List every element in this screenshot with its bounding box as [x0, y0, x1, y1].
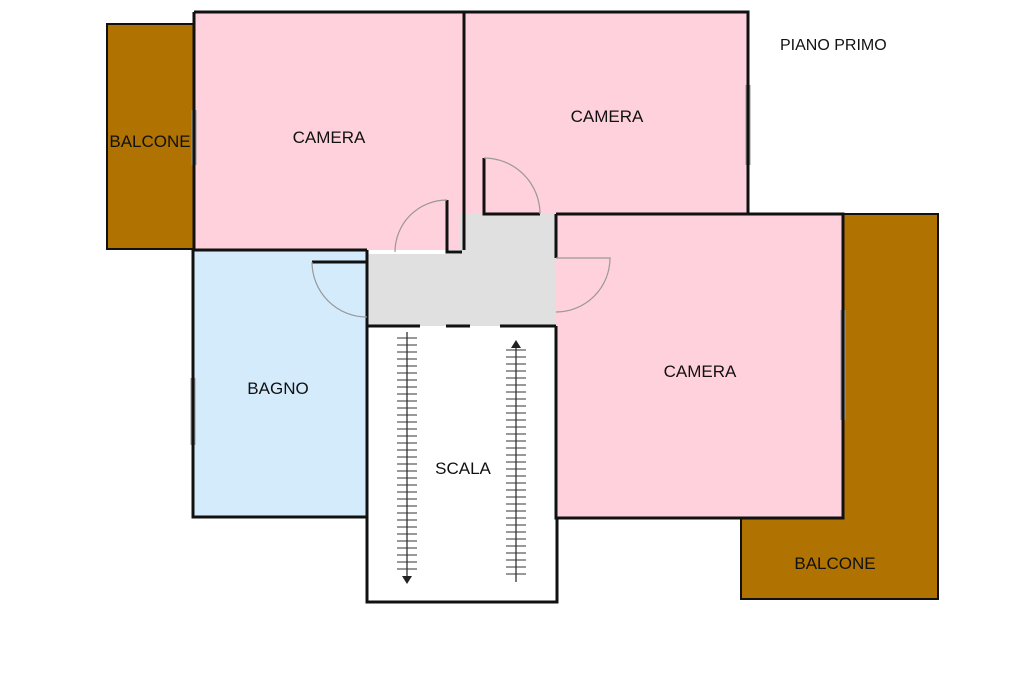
corridor [367, 214, 556, 326]
room-camera-top-left [194, 12, 464, 250]
room-bagno [193, 250, 367, 517]
floor-title: PIANO PRIMO [780, 37, 887, 54]
walls [191, 10, 845, 604]
label-camera-top-left: CAMERA [293, 128, 366, 147]
door-swings [311, 157, 611, 318]
room-camera-right [556, 214, 843, 518]
stair-run-down [397, 332, 417, 584]
arrow-up-icon [511, 340, 521, 348]
stair-run-up [506, 340, 526, 582]
stair-runs [397, 332, 526, 584]
label-balcone-right: BALCONE [794, 554, 875, 573]
label-camera-right: CAMERA [664, 362, 737, 381]
arrow-down-icon [402, 576, 412, 584]
windows [190, 85, 846, 445]
label-camera-top-right: CAMERA [571, 107, 644, 126]
label-bagno: BAGNO [247, 379, 308, 398]
balcony-left [106, 23, 196, 250]
label-balcone-left: BALCONE [109, 132, 190, 151]
room-camera-top-right [464, 12, 748, 214]
label-scala: SCALA [435, 459, 491, 478]
